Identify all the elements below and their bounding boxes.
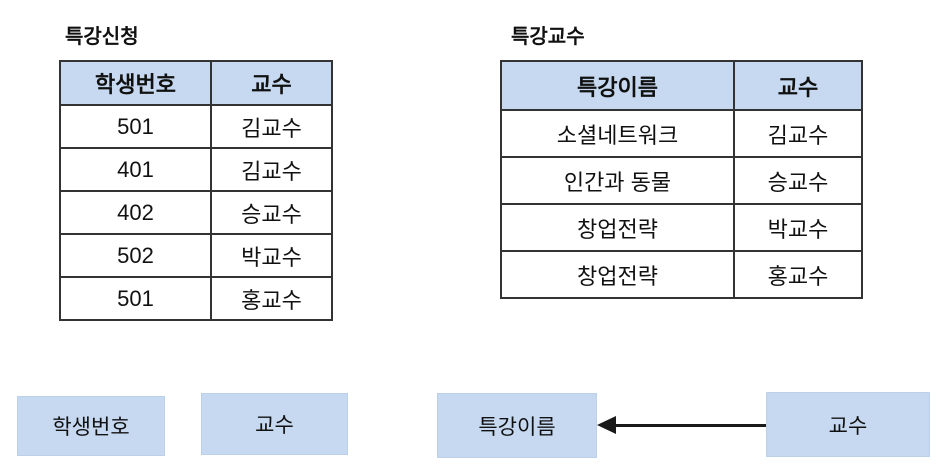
attribute-box-professor-left: 교수 (201, 393, 348, 455)
attribute-label: 교수 (828, 414, 868, 438)
table-cell: 소셜네트워크 (500, 109, 735, 158)
column-header-lecture-name: 특강이름 (500, 60, 735, 111)
table-cell: 502 (59, 233, 212, 278)
table-row: 402 승교수 (59, 190, 333, 235)
table-row: 501 홍교수 (59, 276, 333, 321)
table-cell: 402 (59, 190, 212, 235)
table-cell: 김교수 (210, 147, 333, 192)
arrow-head-icon (597, 416, 616, 434)
table-row: 창업전략 홍교수 (500, 250, 863, 299)
attribute-box-professor-right: 교수 (766, 392, 930, 457)
table-cell: 김교수 (733, 109, 863, 158)
table-cell: 창업전략 (500, 250, 735, 299)
table-cell: 박교수 (210, 233, 333, 278)
table-row: 502 박교수 (59, 233, 333, 278)
dependency-arrow-line (614, 424, 766, 427)
header-row: 학생번호 교수 (59, 60, 333, 106)
table-cell: 401 (59, 147, 212, 192)
table-row: 인간과 동물 승교수 (500, 156, 863, 205)
table-row: 소셜네트워크 김교수 (500, 109, 863, 158)
table-row: 창업전략 박교수 (500, 203, 863, 252)
column-header-professor: 교수 (733, 60, 863, 111)
table-cell: 501 (59, 276, 212, 321)
attribute-label: 교수 (255, 414, 294, 437)
table-row: 401 김교수 (59, 147, 333, 192)
table-cell: 승교수 (210, 190, 333, 235)
attribute-label: 학생번호 (52, 416, 130, 439)
column-header-student-number: 학생번호 (59, 60, 212, 106)
table-cell: 501 (59, 104, 212, 149)
left-table-title: 특강신청 (65, 26, 139, 48)
table-cell: 김교수 (210, 104, 333, 149)
attribute-box-student-number: 학생번호 (17, 396, 165, 456)
attribute-box-lecture-name: 특강이름 (437, 393, 597, 458)
header-row: 특강이름 교수 (500, 60, 863, 111)
table-cell: 홍교수 (210, 276, 333, 321)
table-row: 501 김교수 (59, 104, 333, 149)
table-cell: 인간과 동물 (500, 156, 735, 205)
attribute-label: 특강이름 (478, 415, 556, 439)
table-cell: 홍교수 (733, 250, 863, 299)
table-cell: 승교수 (733, 156, 863, 205)
column-header-professor: 교수 (210, 60, 333, 106)
lecture-professor-table: 특강이름 교수 소셜네트워크 김교수 인간과 동물 승교수 창업전략 박교수 창… (500, 60, 863, 299)
table-cell: 창업전략 (500, 203, 735, 252)
lecture-application-table: 학생번호 교수 501 김교수 401 김교수 402 승교수 502 박교수 (59, 60, 333, 321)
table-cell: 박교수 (733, 203, 863, 252)
right-table-title: 특강교수 (511, 26, 585, 48)
